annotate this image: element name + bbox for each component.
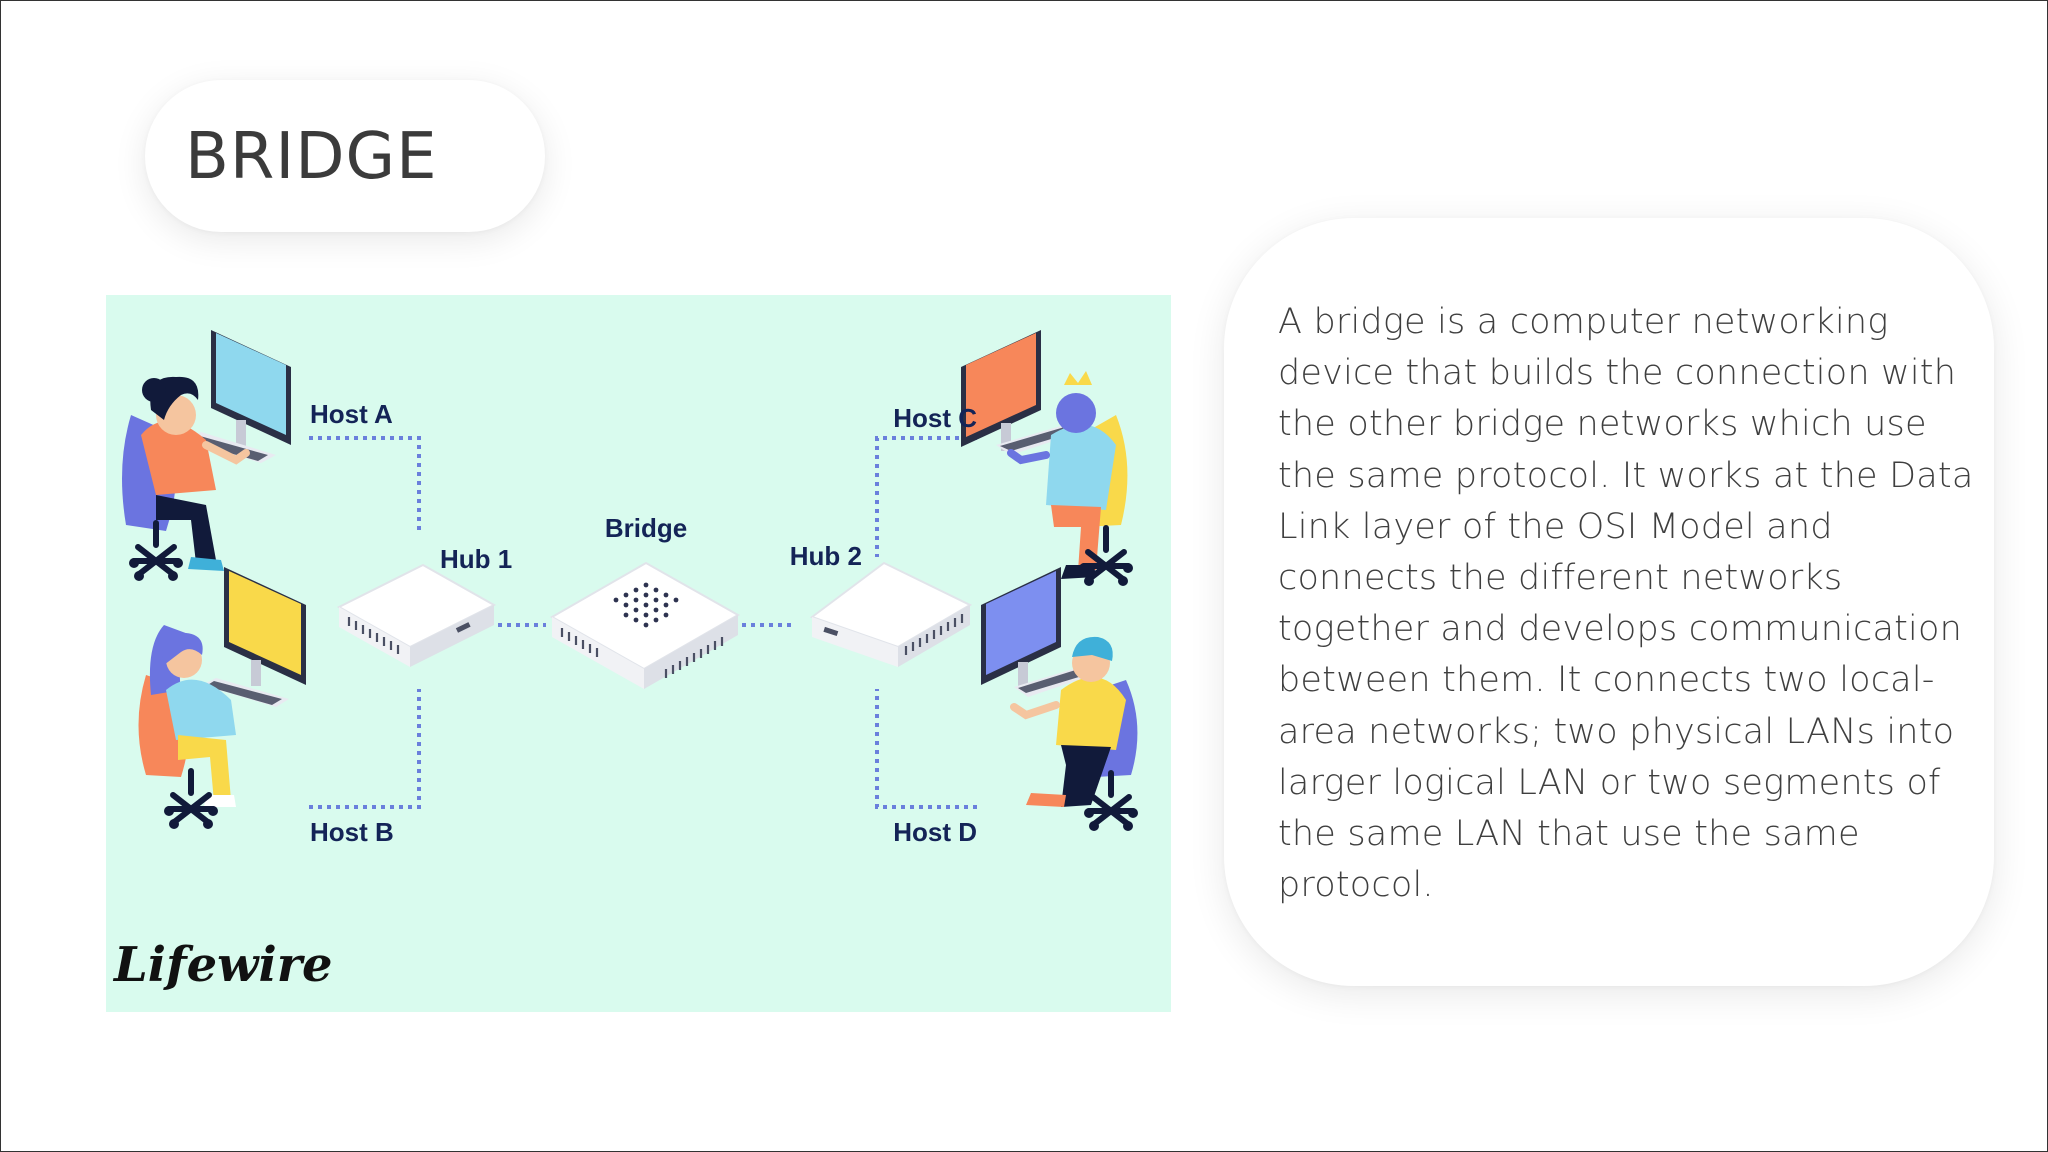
host-a-label: Host A xyxy=(310,399,393,429)
link-hostC-hub2 xyxy=(875,436,977,557)
bridge-device xyxy=(549,561,741,689)
host-d-label: Host D xyxy=(893,817,977,847)
title-pill xyxy=(145,80,545,232)
link-hostB-hub1 xyxy=(309,689,421,809)
description-card xyxy=(1224,218,1994,986)
link-hostD-hub2 xyxy=(875,689,977,809)
host-b-label: Host B xyxy=(310,817,394,847)
host-a-illustration xyxy=(122,330,291,581)
slide-title: BRIDGE xyxy=(185,120,438,194)
description-text: A bridge is a computer networking device… xyxy=(1278,302,1974,906)
hub-1-label: Hub 1 xyxy=(440,544,512,574)
hub-2-label: Hub 2 xyxy=(790,541,862,571)
host-c-illustration xyxy=(961,330,1133,586)
host-d-illustration xyxy=(981,567,1138,831)
network-links xyxy=(309,436,977,809)
hub-1-device xyxy=(336,563,497,667)
bridge-label: Bridge xyxy=(605,513,687,543)
host-c-label: Host C xyxy=(893,403,977,433)
link-hostA-hub1 xyxy=(309,436,421,535)
lifewire-logo: Lifewire xyxy=(112,937,333,993)
host-b-illustration xyxy=(138,567,306,829)
hub-2-device xyxy=(809,561,973,667)
bridge-network-diagram: Host A Host B Host C Host D Hub 1 Hub 2 … xyxy=(106,295,1171,1012)
